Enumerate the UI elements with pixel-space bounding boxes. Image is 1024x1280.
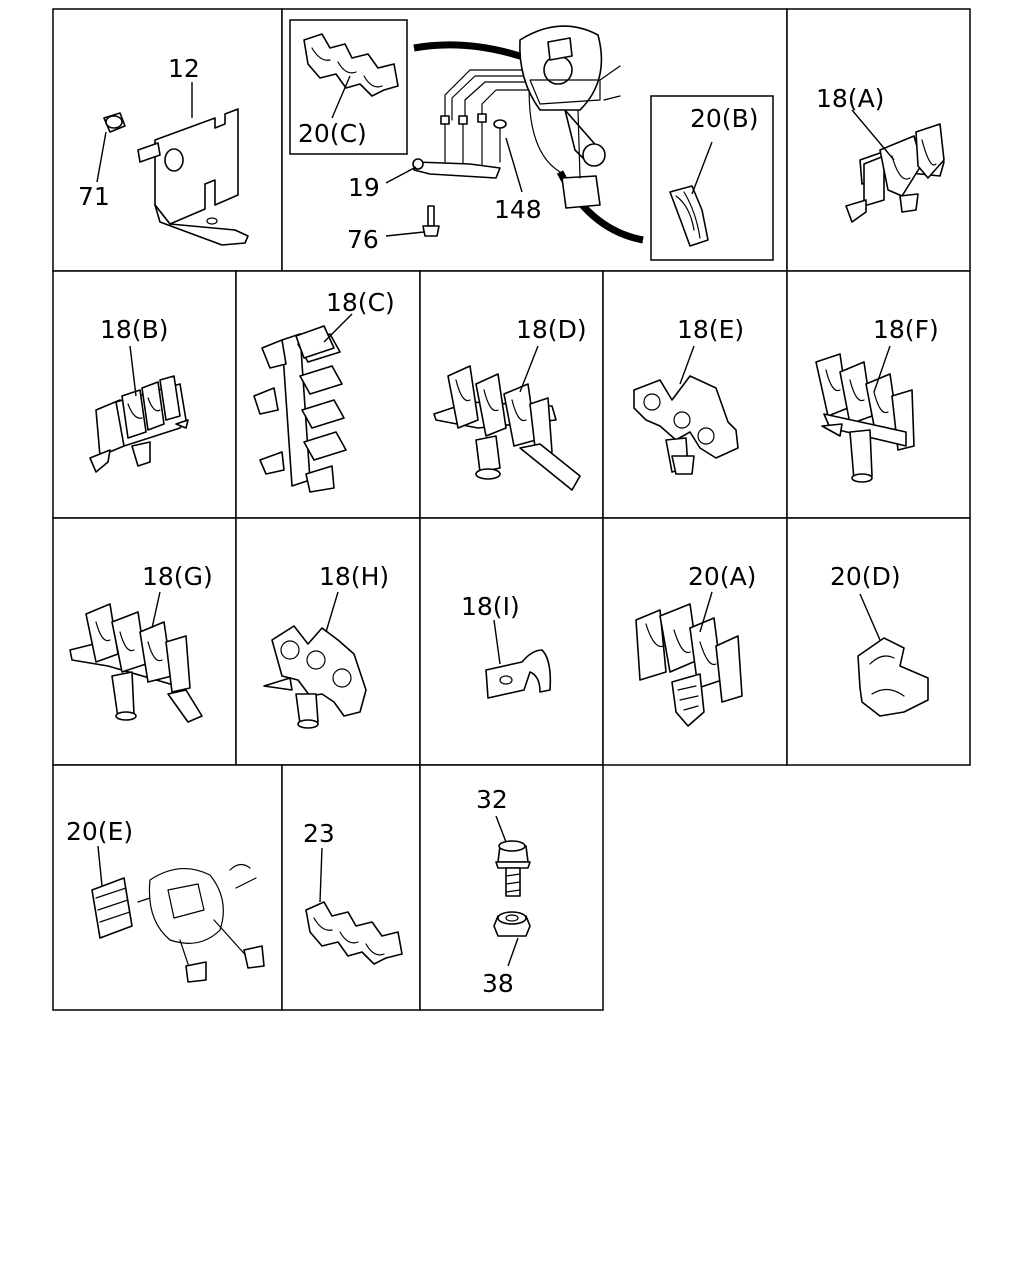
inset-20b [650,95,774,261]
label-18f: 18(F) [873,315,939,344]
label-18e: 18(E) [677,315,744,344]
cell-23 [281,764,421,1011]
clip-18c-drawing [253,313,353,493]
main-assembly-drawing [289,19,774,261]
label-18h: 18(H) [319,562,389,591]
clip-18d-drawing [433,345,581,491]
label-20c: 20(C) [298,119,367,148]
label-12: 12 [168,54,200,83]
clip-20a-drawing [635,591,743,727]
label-19: 19 [348,173,380,202]
clip-23-drawing [305,847,403,965]
clip-20d-drawing [857,593,929,717]
clip-18a-drawing [845,109,945,223]
label-20d: 20(D) [830,562,901,591]
clip-18g-drawing [69,591,203,723]
clip-18b-drawing [89,345,189,473]
clip-18f-drawing [815,345,915,483]
label-71: 71 [78,182,110,211]
clip-18e-drawing [633,345,739,475]
label-38: 38 [482,969,514,998]
clip-18i-drawing [485,619,552,699]
label-18b: 18(B) [100,315,168,344]
label-32: 32 [476,785,508,814]
bolt-32-nut-38-drawing [493,815,531,967]
label-18g: 18(G) [142,562,213,591]
cell-18i [419,517,604,766]
clip-20e-drawing [91,845,265,983]
clip-18h-drawing [263,591,367,729]
label-23: 23 [303,819,335,848]
label-18d: 18(D) [516,315,587,344]
label-20a: 20(A) [688,562,756,591]
label-148: 148 [494,195,542,224]
label-20e: 20(E) [66,817,133,846]
label-18a: 18(A) [816,84,884,113]
label-76: 76 [347,225,379,254]
label-20b: 20(B) [690,104,758,133]
label-18c: 18(C) [326,288,395,317]
label-18i: 18(I) [461,592,520,621]
cell-20e [52,764,283,1011]
bracket-12-drawing [96,82,249,246]
